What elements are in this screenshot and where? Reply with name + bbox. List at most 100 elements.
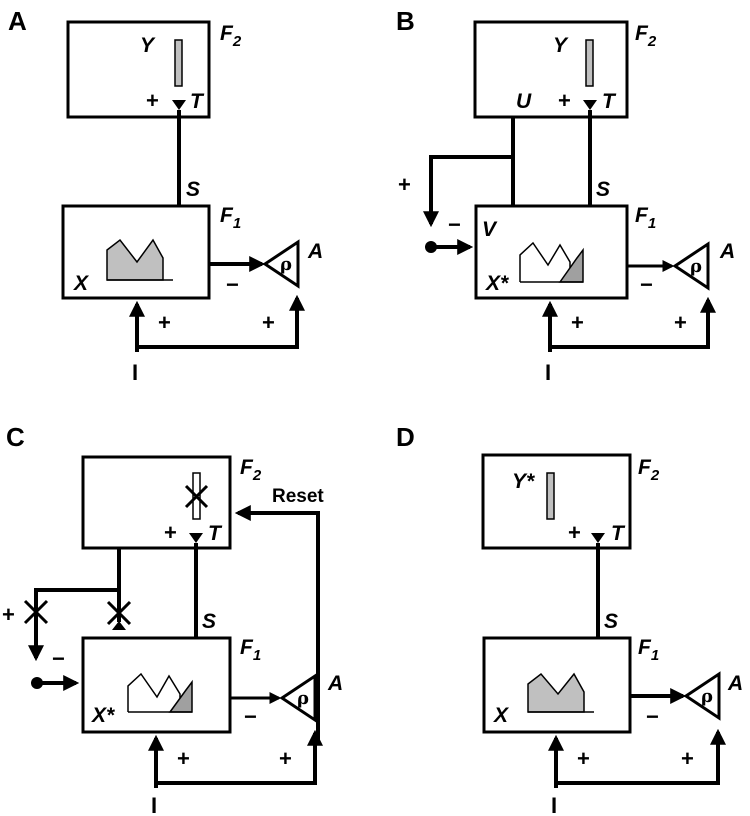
panel-c-f1-label: F1 (240, 636, 261, 664)
panel-c-input-arrow-a (156, 729, 323, 785)
panel-b-u-label: U (516, 90, 532, 113)
panel-d-input-arrow-a (556, 728, 726, 785)
panel-c: C F2 + T S Reset + − + F1 X* − ρ A (2, 422, 343, 816)
panel-d-f2-label: F2 (638, 456, 660, 484)
panel-a-vigilance-node (262, 239, 300, 289)
panel-c-feedback-line (28, 588, 119, 662)
panel-b-letter: B (396, 6, 415, 36)
panel-c-letter: C (6, 422, 25, 452)
panel-c-x-pattern (127, 672, 181, 712)
panel-b-feedback-line (423, 155, 513, 228)
panel-a-x-pattern (106, 238, 164, 281)
panel-a-letter: A (8, 6, 27, 36)
panel-b-plus-t: + (558, 88, 571, 113)
panel-a-y-bar (174, 39, 183, 87)
panel-c-t-label: T (208, 522, 223, 545)
panel-a-i-label: I (132, 360, 138, 385)
panel-a-f2-box (66, 20, 211, 119)
panel-d-vigilance-node (683, 671, 721, 721)
panel-b-minus-a: − (640, 272, 653, 297)
panel-c-a-label: A (327, 672, 343, 695)
panel-d-plus-in2: + (681, 746, 694, 771)
panel-c-plus-t: + (164, 520, 177, 545)
panel-a-t-node (172, 100, 186, 110)
panel-c-minus-a: − (244, 704, 257, 729)
panel-a-plus-in1: + (158, 310, 171, 335)
panel-a-f1-box (61, 204, 211, 300)
panel-d-s-label: S (604, 610, 618, 633)
panel-d-a-label: A (727, 672, 743, 695)
panel-d-f2-box (481, 453, 632, 550)
panel-b-input-arrow-a (550, 296, 716, 349)
panel-b-vigilance-node (672, 241, 710, 291)
panel-c-reset-label: Reset (272, 486, 324, 507)
panel-a-y-label: Y (140, 34, 156, 57)
panel-a-x-label: X (73, 272, 90, 295)
panel-d-y-bar (546, 472, 555, 520)
panel-b-f1-label: F1 (635, 204, 656, 232)
panel-b-i-label: I (545, 360, 551, 385)
panel-c-t-node (189, 533, 203, 543)
panel-a-rho: ρ (280, 254, 292, 275)
panel-b-y-bar (585, 39, 594, 87)
panel-b-plus-left: + (398, 172, 411, 197)
panel-d-i-label: I (551, 793, 557, 816)
panel-c-f2-box (81, 455, 232, 550)
panel-c-y-cross (184, 484, 209, 509)
panel-d-y-label: Y* (512, 470, 535, 493)
panel-a: A F2 Y + T S F1 X − ρ A + + I (8, 6, 323, 385)
panel-d: D F2 Y* + T S F1 X − ρ A + + I (396, 422, 743, 816)
panel-b: B F2 Y U + T S + − + F1 V X* − ρ A + + (396, 6, 735, 385)
panel-b-y-label: Y (553, 34, 569, 57)
panel-c-rho: ρ (297, 688, 309, 709)
panel-a-plus-t: + (146, 88, 159, 113)
panel-c-f2-label: F2 (240, 456, 262, 484)
panel-b-minus-v: − (448, 212, 461, 237)
panel-c-i-label: I (151, 793, 157, 816)
panel-b-f2-label: F2 (635, 22, 657, 50)
panel-c-u-cross (106, 600, 132, 626)
panel-c-plus-in2: + (279, 746, 292, 771)
panel-d-t-label: T (611, 522, 626, 545)
panel-b-f2-box (473, 20, 629, 119)
panel-a-a-label: A (307, 240, 323, 263)
panel-c-v-node (112, 621, 126, 630)
panel-d-t-node (591, 533, 605, 543)
panel-d-minus-a: − (646, 704, 659, 729)
panel-c-reset-line (234, 505, 320, 740)
panel-d-plus-t: + (568, 520, 581, 545)
panel-c-s-label: S (202, 610, 216, 633)
panel-c-minus-v: − (52, 646, 65, 671)
panel-b-t-label: T (602, 90, 617, 113)
panel-b-x-label: X* (485, 272, 509, 295)
panel-d-letter: D (396, 422, 415, 452)
panel-c-x-label: X* (91, 704, 115, 727)
panel-c-f1-box (81, 636, 232, 734)
panel-b-t-node (583, 100, 597, 110)
panel-a-plus-in2: + (262, 310, 275, 335)
panel-d-plus-in1: + (577, 746, 590, 771)
panel-a-f2-label: F2 (220, 22, 242, 50)
panel-b-plus-in2: + (674, 310, 687, 335)
panel-a-input-arrow-a (137, 294, 305, 349)
panel-d-f1-label: F1 (638, 636, 659, 664)
panel-a-f1-label: F1 (220, 204, 241, 232)
panel-b-plus-in1: + (571, 310, 584, 335)
panel-c-plus-in1: + (177, 746, 190, 771)
panel-b-v-label: V (482, 218, 498, 241)
panel-d-f1-box (482, 636, 632, 734)
panel-b-x-pattern (519, 241, 571, 282)
panel-d-x-label: X (493, 704, 510, 727)
panel-a-s-label: S (186, 178, 200, 201)
panel-b-a-label: A (719, 240, 735, 263)
panel-b-rho: ρ (690, 256, 702, 277)
panel-b-s-label: S (596, 178, 610, 201)
panel-c-feedback-cross (23, 599, 49, 625)
panel-a-minus-a: − (226, 272, 239, 297)
panel-d-rho: ρ (701, 686, 713, 707)
panel-c-vigilance-node (279, 673, 317, 723)
panel-c-plus-left: + (2, 602, 15, 627)
panel-d-x-pattern (527, 672, 585, 713)
panel-a-t-label: T (190, 90, 205, 113)
